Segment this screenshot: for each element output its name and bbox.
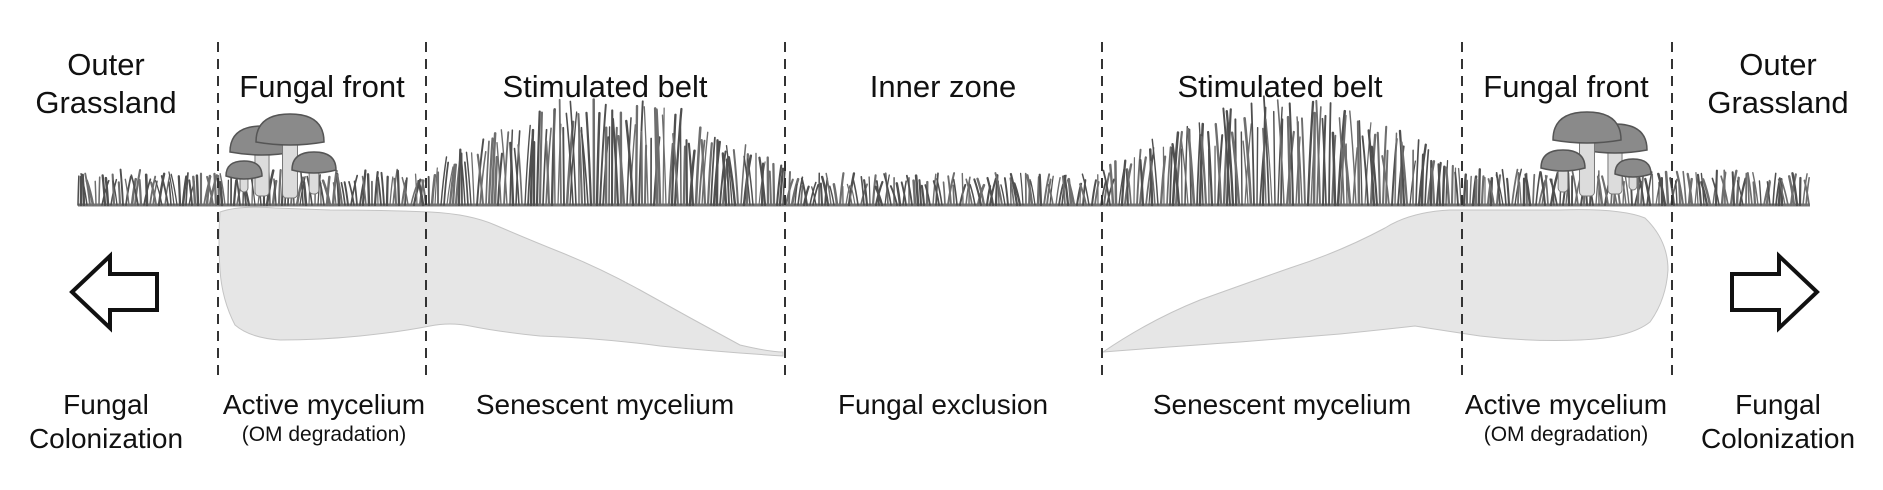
mycelium-left <box>218 206 784 357</box>
label-inner-zone: Inner zone <box>869 69 1017 104</box>
label-line: Outer <box>67 47 145 82</box>
arrow-right-icon <box>1730 251 1820 333</box>
mushroom-icon <box>1540 111 1652 197</box>
label-line: Active mycelium <box>1464 389 1668 420</box>
mycelium-right <box>1101 209 1669 353</box>
mushroom-icon <box>225 113 337 199</box>
label-fungal-colonization-left: Fungal Colonization <box>29 388 183 456</box>
grass-icon <box>77 95 1810 207</box>
label-sub: (OM degradation) <box>241 423 407 447</box>
label-line: Grassland <box>35 84 177 120</box>
label-fungal-colonization-right: Fungal Colonization <box>1701 388 1855 456</box>
label-outer-grassland-left: Outer Grassland <box>35 46 176 122</box>
label-line: Active mycelium <box>222 389 426 420</box>
label-fungal-front-left: Fungal front <box>239 69 405 104</box>
label-fungal-front-right: Fungal front <box>1483 69 1649 104</box>
label-outer-grassland-right: Outer Grassland <box>1707 46 1848 122</box>
label-stimulated-belt-right: Stimulated belt <box>1177 69 1383 104</box>
label-fungal-exclusion: Fungal exclusion <box>837 389 1049 420</box>
label-active-mycelium-right: Active mycelium (OM degradation) <box>1465 388 1667 448</box>
label-active-mycelium-left: Active mycelium (OM degradation) <box>223 388 425 448</box>
label-line: Fungal <box>1735 389 1821 420</box>
zone-dividers <box>217 42 1673 375</box>
label-stimulated-belt-left: Stimulated belt <box>502 69 708 104</box>
label-line: Fungal <box>63 389 149 420</box>
label-line: Colonization <box>1700 423 1856 455</box>
label-line: Grassland <box>1707 84 1849 120</box>
label-line: Outer <box>1739 47 1817 82</box>
label-line: Colonization <box>28 423 184 455</box>
arrow-left-icon <box>69 251 159 333</box>
label-senescent-mycelium-left: Senescent mycelium <box>475 389 735 420</box>
label-sub: (OM degradation) <box>1483 423 1649 447</box>
label-senescent-mycelium-right: Senescent mycelium <box>1152 389 1412 420</box>
